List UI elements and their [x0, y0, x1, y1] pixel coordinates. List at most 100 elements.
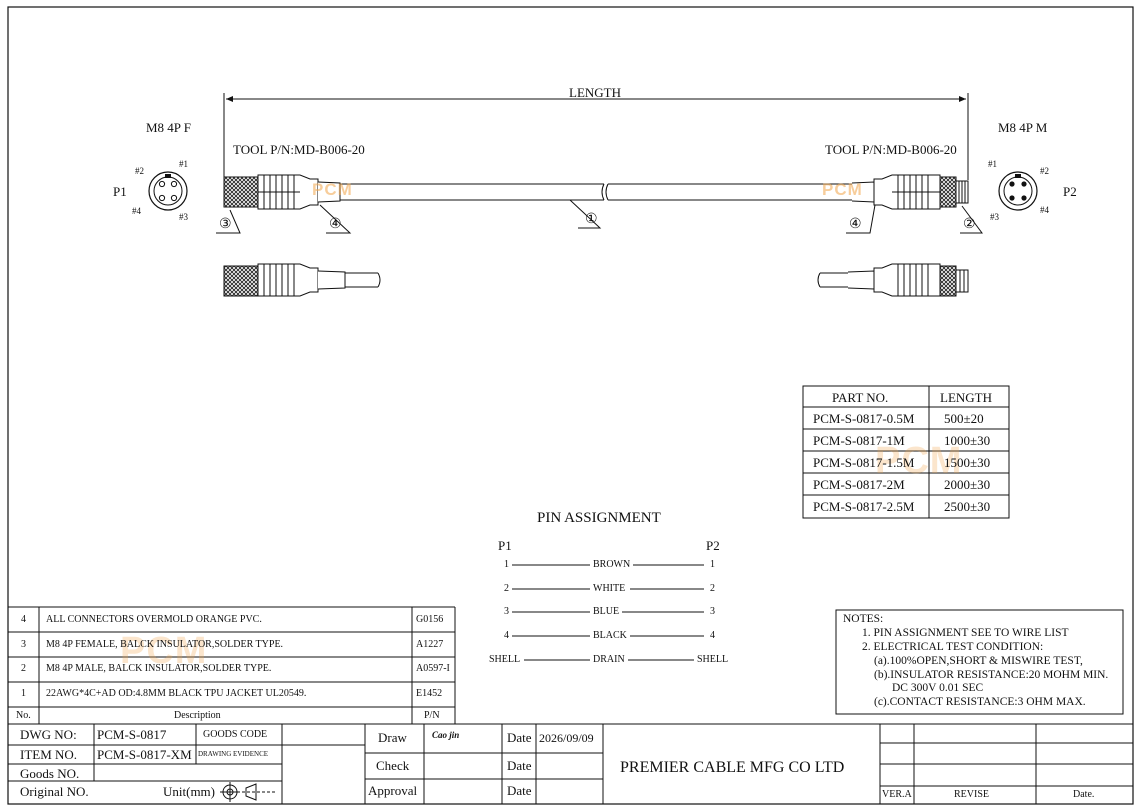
bom-row-1-desc: 22AWG*4C+AD OD:4.8MM BLACK TPU JACKET UL… — [46, 688, 307, 699]
part-row-4-length: 2000±30 — [944, 477, 991, 492]
bom-row-3-desc: M8 4P FEMALE, BALCK INSULATOR,SOLDER TYP… — [46, 639, 284, 650]
draw-date-value: 2026/09/09 — [539, 731, 594, 745]
ver-label: VER.A — [882, 789, 912, 800]
watermark-logo-left: PCM — [312, 180, 353, 199]
pin-row-3-left: 3 — [504, 606, 509, 617]
projection-symbol — [220, 782, 276, 802]
p1-pin-1: #1 — [179, 159, 188, 169]
original-no-label: Original NO. — [20, 784, 89, 799]
part-row-2-length: 1000±30 — [944, 433, 991, 448]
length-label: LENGTH — [569, 85, 621, 100]
p2-pin-1: #1 — [988, 159, 997, 169]
part-table-header-part: PART NO. — [832, 390, 889, 405]
p2-pin-3: #3 — [990, 212, 999, 222]
note-line-6: (c).CONTACT RESISTANCE:3 OHM MAX. — [874, 696, 1086, 708]
pin-row-2-left: 2 — [504, 583, 509, 594]
note-line-2: 2. ELECTRICAL TEST CONDITION: — [862, 641, 1044, 653]
bom-row-1-pn: E1452 — [416, 688, 443, 699]
watermark-logo-bom: PCM — [120, 630, 208, 672]
bom-row-4-pn: G0156 — [416, 614, 444, 625]
approval-label: Approval — [368, 783, 418, 798]
callout-leader-4-left — [319, 204, 352, 234]
approval-date-label: Date — [507, 783, 532, 798]
part-table-header-length: LENGTH — [940, 390, 992, 405]
pin-row-5-left: SHELL — [489, 654, 521, 665]
part-row-1-length: 500±20 — [944, 411, 984, 426]
part-row-3-no: PCM-S-0817-1.5M — [813, 455, 915, 470]
note-line-3: (a).100%OPEN,SHORT & MISWIRE TEST, — [874, 655, 1083, 667]
pin-assignment-p2: P2 — [706, 538, 720, 553]
bom-row-4-no: 4 — [21, 614, 26, 625]
p1-pin-4: #4 — [132, 206, 141, 216]
unit-label: Unit(mm) — [163, 784, 215, 799]
bom-row-2-pn: A0597-I — [416, 664, 450, 674]
part-row-5-no: PCM-S-0817-2.5M — [813, 499, 915, 514]
left-connector-title: M8 4P F — [146, 120, 192, 135]
title-block-grid — [8, 723, 1133, 804]
cable-side-view — [223, 263, 969, 297]
bom-grid — [8, 606, 456, 725]
bom-row-3-pn: A1227 — [416, 639, 444, 650]
p1-pin-2: #2 — [135, 166, 144, 176]
callout-1: ① — [585, 212, 598, 227]
draw-signature: Cao jin — [432, 730, 460, 740]
check-date-label: Date — [507, 758, 532, 773]
company-name: PREMIER CABLE MFG CO LTD — [620, 759, 845, 776]
callout-3: ③ — [219, 217, 232, 232]
callout-leader-4-right — [846, 204, 876, 234]
bom-row-1-no: 1 — [21, 688, 26, 699]
notes-box — [835, 609, 1124, 715]
callout-leader-2 — [960, 205, 983, 234]
watermark-logo-table: PCM — [875, 440, 963, 482]
pin-row-3-right: 3 — [710, 606, 715, 617]
bom-header-desc: Description — [174, 710, 221, 721]
pin-row-1-right: 1 — [710, 559, 715, 570]
sheet-border — [7, 6, 1134, 805]
draw-label: Draw — [378, 730, 407, 745]
bom-header-no: No. — [16, 710, 31, 721]
pin-row-5-wire: DRAIN — [593, 654, 625, 665]
right-connector-title: M8 4P M — [998, 120, 1048, 135]
pin-wires — [512, 564, 704, 661]
p2-label: P2 — [1063, 184, 1077, 199]
dwg-no-label: DWG NO: — [20, 727, 77, 742]
bom-row-2-no: 2 — [21, 663, 26, 674]
p2-pin-face — [998, 171, 1038, 211]
goods-no-label: Goods NO. — [20, 766, 80, 781]
callout-leader-3 — [216, 209, 241, 234]
pin-row-2-wire: WHITE — [593, 583, 626, 594]
pin-row-4-right: 4 — [710, 630, 715, 641]
left-tool-label: TOOL P/N:MD-B006-20 — [233, 142, 365, 157]
p1-pin-3: #3 — [179, 212, 188, 222]
callout-2: ② — [963, 217, 976, 232]
part-row-2-no: PCM-S-0817-1M — [813, 433, 905, 448]
pin-row-2-right: 2 — [710, 583, 715, 594]
bom-row-2-desc: M8 4P MALE, BALCK INSULATOR,SOLDER TYPE. — [46, 663, 272, 674]
p1-label: P1 — [113, 184, 127, 199]
bom-header-pn: P/N — [424, 710, 440, 721]
watermark-logo-right: PCM — [822, 180, 863, 199]
callout-4-left: ④ — [329, 217, 342, 232]
p2-pin-2: #2 — [1040, 166, 1049, 176]
part-table-grid — [802, 385, 1010, 519]
callout-leader-1 — [569, 199, 602, 229]
note-line-5: DC 300V 0.01 SEC — [892, 682, 984, 694]
bom-row-4-desc: ALL CONNECTORS OVERMOLD ORANGE PVC. — [46, 614, 262, 625]
pin-assignment-p1: P1 — [498, 538, 512, 553]
part-row-1-no: PCM-S-0817-0.5M — [813, 411, 915, 426]
callout-4-right: ④ — [849, 217, 862, 232]
p2-pin-4: #4 — [1040, 205, 1049, 215]
pin-row-1-wire: BROWN — [593, 559, 631, 570]
pin-row-5-right: SHELL — [697, 654, 729, 665]
dwg-no-value: PCM-S-0817 — [97, 727, 167, 742]
pin-assignment-title: PIN ASSIGNMENT — [537, 510, 661, 526]
right-tool-label: TOOL P/N:MD-B006-20 — [825, 142, 957, 157]
cable-assembly-top — [223, 174, 969, 210]
pin-row-1-left: 1 — [504, 559, 509, 570]
pin-row-4-left: 4 — [504, 630, 509, 641]
part-row-5-length: 2500±30 — [944, 499, 991, 514]
part-row-4-no: PCM-S-0817-2M — [813, 477, 905, 492]
part-row-3-length: 1500±30 — [944, 455, 991, 470]
